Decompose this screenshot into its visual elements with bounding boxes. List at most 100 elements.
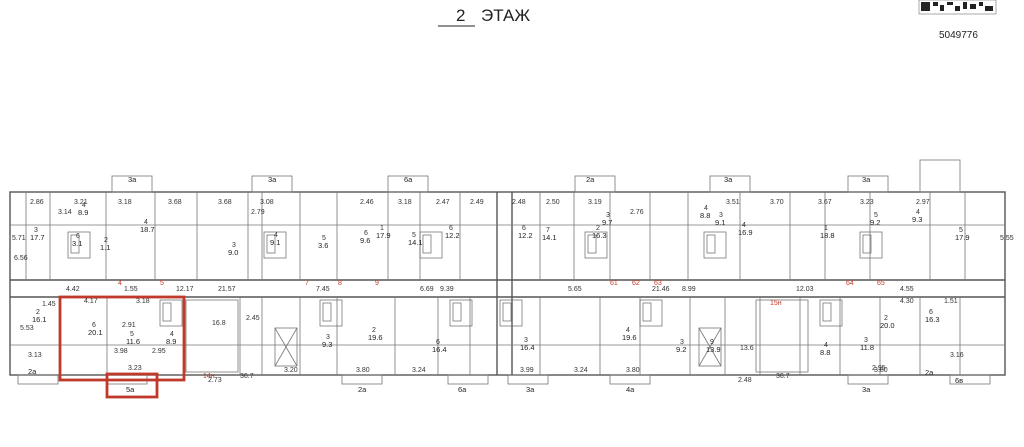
corridor-label: 7 bbox=[305, 280, 309, 287]
dimension-label: 3.24 bbox=[574, 367, 588, 374]
room-number: 3 bbox=[34, 227, 38, 234]
balcony-shapes bbox=[17, 159, 991, 385]
corridor-label: 15н bbox=[770, 300, 782, 307]
dimension-label: 4.17 bbox=[84, 298, 98, 305]
room-number: 4 bbox=[82, 202, 86, 209]
dimension-label: 21.46 bbox=[652, 286, 670, 293]
dimension-label: 3.70 bbox=[770, 199, 784, 206]
corridor-label: 4 bbox=[118, 280, 122, 287]
balcony-label: 2а bbox=[358, 385, 367, 394]
dimension-label: 3.18 bbox=[118, 199, 132, 206]
document-code: 5049776 bbox=[939, 30, 978, 41]
dimension-label: 3.23 bbox=[860, 199, 874, 206]
room-number: 6 bbox=[364, 230, 368, 237]
dimension-label: 7.45 bbox=[316, 286, 330, 293]
room-area: 3.6 bbox=[318, 241, 328, 250]
balcony-label: 3а bbox=[862, 385, 871, 394]
room-number: 7 bbox=[546, 227, 550, 234]
room-area: 16.3 bbox=[925, 315, 940, 324]
balcony-label: 2а bbox=[28, 367, 37, 376]
room-number: 1 bbox=[380, 225, 384, 232]
floor-number: 2 bbox=[456, 6, 465, 25]
dimension-label: 2.46 bbox=[360, 199, 374, 206]
dimension-label: 4.55 bbox=[900, 286, 914, 293]
room-area: 8.8 bbox=[820, 348, 830, 357]
room-number: 2 bbox=[884, 315, 888, 322]
stairwell-left bbox=[185, 299, 239, 373]
qr-code-icon bbox=[918, 0, 997, 15]
dimension-label: 3.18 bbox=[136, 298, 150, 305]
dimension-label: 6.56 bbox=[14, 255, 28, 262]
corridor-label: 5 bbox=[160, 280, 164, 287]
room-number: 4 bbox=[144, 219, 148, 226]
room-area: 19.6 bbox=[368, 333, 383, 342]
room-number: 3 bbox=[606, 212, 610, 219]
dimension-label: 3.80 bbox=[626, 367, 640, 374]
dimension-label: 12.17 bbox=[176, 286, 194, 293]
corridor-label: 64 bbox=[846, 280, 854, 287]
dimension-label: 2.50 bbox=[546, 199, 560, 206]
dimension-label: 9.39 bbox=[440, 286, 454, 293]
dimension-label: 2.45 bbox=[246, 315, 260, 322]
room-area: 18.8 bbox=[820, 231, 835, 240]
room-area: 11.6 bbox=[126, 337, 140, 346]
room-number: 9 bbox=[710, 339, 714, 346]
room-number: 4 bbox=[704, 205, 708, 212]
room-area: 17.7 bbox=[30, 233, 45, 242]
dimension-label: 3.19 bbox=[588, 199, 602, 206]
room-number: 3 bbox=[232, 242, 236, 249]
balcony-label: 2а bbox=[586, 175, 595, 184]
stair-area-label: 13.6 bbox=[740, 345, 754, 352]
dimension-label: 8.99 bbox=[682, 286, 696, 293]
room-number: 2 bbox=[36, 309, 40, 316]
dimension-label: 1.55 bbox=[124, 286, 138, 293]
bathroom-fixtures bbox=[67, 231, 883, 327]
dimension-label: 3.23 bbox=[128, 365, 142, 372]
balcony-label: 3а bbox=[268, 175, 277, 184]
dimension-label: 3.99 bbox=[520, 367, 534, 374]
room-area: 12.2 bbox=[518, 231, 533, 240]
room-area: 14.1 bbox=[408, 238, 423, 247]
room-number: 3 bbox=[680, 339, 684, 346]
room-number: 4 bbox=[274, 232, 278, 239]
dimension-label: 1.45 bbox=[42, 301, 56, 308]
stairwell-right bbox=[755, 299, 809, 373]
room-area: 17.9 bbox=[376, 231, 391, 240]
dimension-label: 3.68 bbox=[218, 199, 232, 206]
dimension-label: 2.47 bbox=[436, 199, 450, 206]
dimension-label: 2.48 bbox=[512, 199, 526, 206]
dimension-label: 3.14 bbox=[58, 209, 72, 216]
room-area: 17.9 bbox=[955, 233, 970, 242]
room-area: 1.1 bbox=[100, 243, 110, 252]
dimension-label: 3.20 bbox=[284, 367, 298, 374]
room-number: 4 bbox=[170, 331, 174, 338]
dimension-label: 2.49 bbox=[470, 199, 484, 206]
room-area: 19.6 bbox=[622, 333, 637, 342]
balcony-label: 3а bbox=[526, 385, 535, 394]
room-area: 3.1 bbox=[72, 239, 82, 248]
balcony-label: 4а bbox=[626, 385, 635, 394]
room-number: 5 bbox=[322, 235, 326, 242]
dimension-label: 5.65 bbox=[568, 286, 582, 293]
corridor-label: 8 bbox=[338, 280, 342, 287]
dimension-label: 2.95 bbox=[872, 365, 886, 372]
room-area: 18.7 bbox=[140, 225, 155, 234]
room-number: 4 bbox=[742, 222, 746, 229]
balcony-label: 3а bbox=[724, 175, 733, 184]
room-area: 20.1 bbox=[88, 328, 103, 337]
room-area: 14.1 bbox=[542, 233, 557, 242]
room-number: 5 bbox=[130, 331, 134, 338]
corridor-label: 14н bbox=[203, 373, 215, 380]
room-area: 8.8 bbox=[700, 211, 710, 220]
dimension-label: 12.03 bbox=[796, 286, 814, 293]
room-number: 5 bbox=[412, 232, 416, 239]
dimension-label: 3.08 bbox=[260, 199, 274, 206]
corridor-label: 65 bbox=[877, 280, 885, 287]
selected-apartment-outline bbox=[58, 295, 186, 382]
room-area: 16.3 bbox=[592, 231, 607, 240]
balcony-label: 6в bbox=[955, 376, 963, 385]
corridor-label: 61 bbox=[610, 280, 618, 287]
corridor-label: 63 bbox=[654, 280, 662, 287]
room-number: 4 bbox=[916, 209, 920, 216]
